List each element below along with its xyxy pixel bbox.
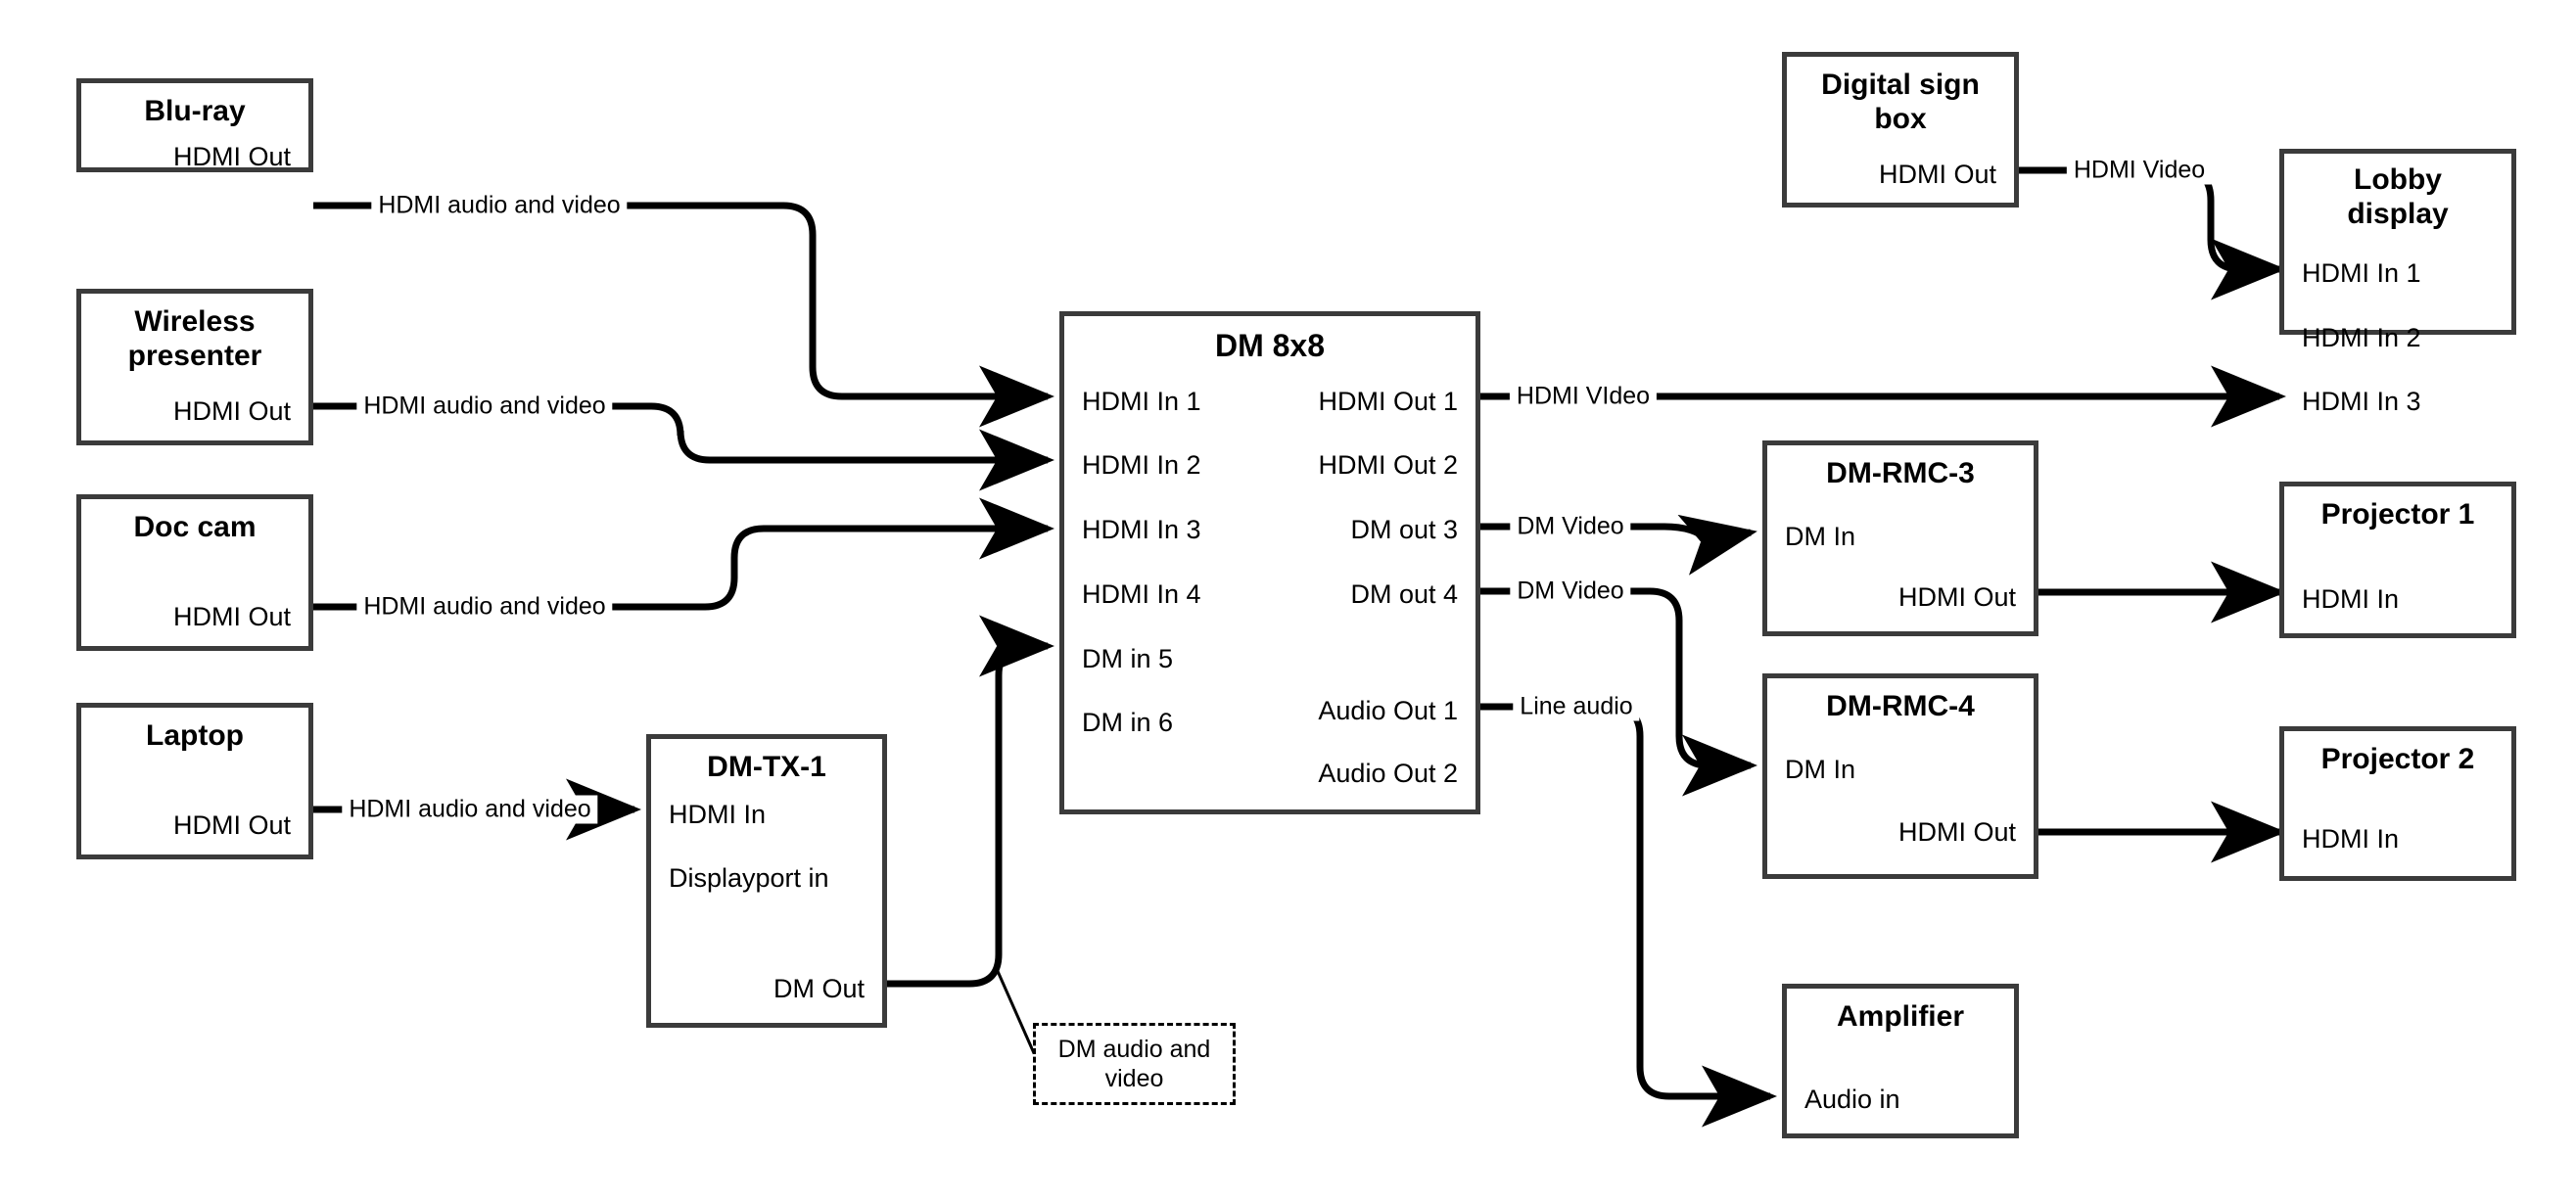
wire-bluray-to-hdmi-in-1 [313,202,1054,428]
node-dm-8x8[interactable]: DM 8x8 HDMI In 1 HDMI In 2 HDMI In 3 HDM… [1059,311,1480,814]
node-amplifier-title: Amplifier [1836,1000,1965,1033]
node-lobby-display-port-hdmi-in-3: HDMI In 3 [2302,387,2421,416]
node-laptop[interactable]: Laptop HDMI Out [76,703,313,859]
node-dm-8x8-port-audio-out-1: Audio Out 1 [1318,696,1458,725]
wire-sign-to-lobby-hdmi-in-1 [2017,166,2286,300]
node-dm-tx-1-port-dm-out: DM Out [773,974,865,1003]
node-dm-rmc-4-title: DM-RMC-4 [1826,690,1975,722]
edge-label-doccam-to-hdmi-in-3: HDMI audio and video [356,592,613,622]
node-projector-2[interactable]: Projector 2 HDMI In [2279,726,2516,881]
node-dm-8x8-port-hdmi-in-3: HDMI In 3 [1082,515,1201,544]
node-dm-rmc-3-port-dm-in: DM In [1785,522,1856,551]
node-dm-8x8-port-audio-out-2: Audio Out 2 [1318,759,1458,788]
node-dm-8x8-port-hdmi-out-1: HDMI Out 1 [1318,387,1458,416]
node-dm-tx-1[interactable]: DM-TX-1 HDMI In Displayport in DM Out [646,734,887,1028]
edge-label-hdmi-out-1-to-lobby: HDMI VIdeo [1509,382,1658,411]
node-dm-8x8-port-dm-in-5: DM in 5 [1082,644,1174,673]
node-dm-8x8-title: DM 8x8 [1214,328,1326,363]
node-projector-1-port-hdmi-in: HDMI In [2302,584,2400,614]
node-dm-tx-1-title: DM-TX-1 [707,751,826,783]
wire-dm-out-4-to-rmc4 [1480,587,1757,797]
node-dm-rmc-3-title: DM-RMC-3 [1826,457,1975,489]
node-digital-sign-box-port-hdmi-out: HDMI Out [1878,160,1996,189]
node-dm-rmc-3[interactable]: DM-RMC-3 DM In HDMI Out [1762,440,2038,636]
node-projector-2-title: Projector 2 [2320,743,2475,775]
edge-label-laptop-to-dmtx1: HDMI audio and video [342,795,598,824]
node-amplifier[interactable]: Amplifier Audio in [1782,984,2019,1138]
node-lobby-display[interactable]: Lobby display HDMI In 1 HDMI In 2 HDMI I… [2279,149,2516,416]
node-dm-8x8-port-hdmi-out-2: HDMI Out 2 [1318,450,1458,480]
node-wireless-presenter[interactable]: Wireless presenter HDMI Out [76,289,313,445]
node-doc-cam[interactable]: Doc cam HDMI Out [76,494,313,651]
node-laptop-title: Laptop [146,719,244,752]
node-dm-tx-1-port-displayport-in: Displayport in [669,863,829,893]
node-laptop-port-hdmi-out: HDMI Out [172,810,291,840]
edge-label-bluray-to-hdmi-in-1: HDMI audio and video [371,191,628,220]
node-dm-8x8-port-hdmi-in-2: HDMI In 2 [1082,450,1201,480]
node-dm-8x8-port-dm-out-3: DM out 3 [1350,515,1458,544]
node-lobby-display-port-hdmi-in-2: HDMI In 2 [2302,323,2421,352]
wire-dmtx1-to-dm-in-5 [886,615,1054,988]
leader-line-dm-callout [995,968,1040,1063]
node-dm-rmc-4-port-hdmi-out: HDMI Out [1897,817,2016,847]
node-dm-8x8-port-dm-out-4: DM out 4 [1350,579,1458,609]
node-digital-sign-box[interactable]: Digital sign box HDMI Out [1782,52,2019,208]
edge-label-wireless-to-hdmi-in-2: HDMI audio and video [356,392,613,421]
node-dm-rmc-4-port-dm-in: DM In [1785,755,1856,784]
edge-label-audio-out-1-to-amplifier: Line audio [1513,692,1640,721]
node-digital-sign-box-title: Digital sign box [1821,69,1980,135]
wire-doccam-to-hdmi-in-3 [313,497,1054,611]
edge-label-sign-to-lobby: HDMI Video [2066,156,2213,185]
node-projector-1-title: Projector 1 [2320,498,2475,531]
node-wireless-presenter-title: Wireless presenter [127,305,262,372]
node-dm-rmc-4[interactable]: DM-RMC-4 DM In HDMI Out [1762,673,2038,879]
node-dm-8x8-port-hdmi-in-1: HDMI In 1 [1082,387,1201,416]
node-wireless-presenter-port-hdmi-out: HDMI Out [172,396,291,426]
node-amplifier-port-audio-in: Audio in [1804,1085,1900,1114]
node-dm-tx-1-port-hdmi-in: HDMI In [669,800,767,829]
callout-dm-audio-and-video: DM audio and video [1033,1023,1236,1105]
node-projector-2-port-hdmi-in: HDMI In [2302,824,2400,854]
node-doc-cam-port-hdmi-out: HDMI Out [172,602,291,631]
edge-label-dm-out-3-to-rmc3: DM Video [1510,512,1631,541]
node-bluray-port-hdmi-out: HDMI Out [172,142,291,171]
node-lobby-display-port-hdmi-in-1: HDMI In 1 [2302,258,2421,288]
node-dm-8x8-port-hdmi-in-4: HDMI In 4 [1082,579,1201,609]
node-bluray-title: Blu-ray [144,95,246,127]
node-projector-1[interactable]: Projector 1 HDMI In [2279,482,2516,638]
wire-wireless-to-hdmi-in-2 [313,402,1054,491]
callout-dm-audio-and-video-text: DM audio and video [1057,1036,1211,1092]
node-lobby-display-title: Lobby display [2347,163,2449,230]
node-bluray[interactable]: Blu-ray HDMI Out [76,78,313,172]
wire-dm-out-3-to-rmc3 [1480,514,1757,576]
node-dm-8x8-port-dm-in-6: DM in 6 [1082,708,1174,737]
edge-label-dm-out-4-to-rmc4: DM Video [1510,577,1631,606]
node-dm-rmc-3-port-hdmi-out: HDMI Out [1897,582,2016,612]
node-doc-cam-title: Doc cam [133,511,257,543]
